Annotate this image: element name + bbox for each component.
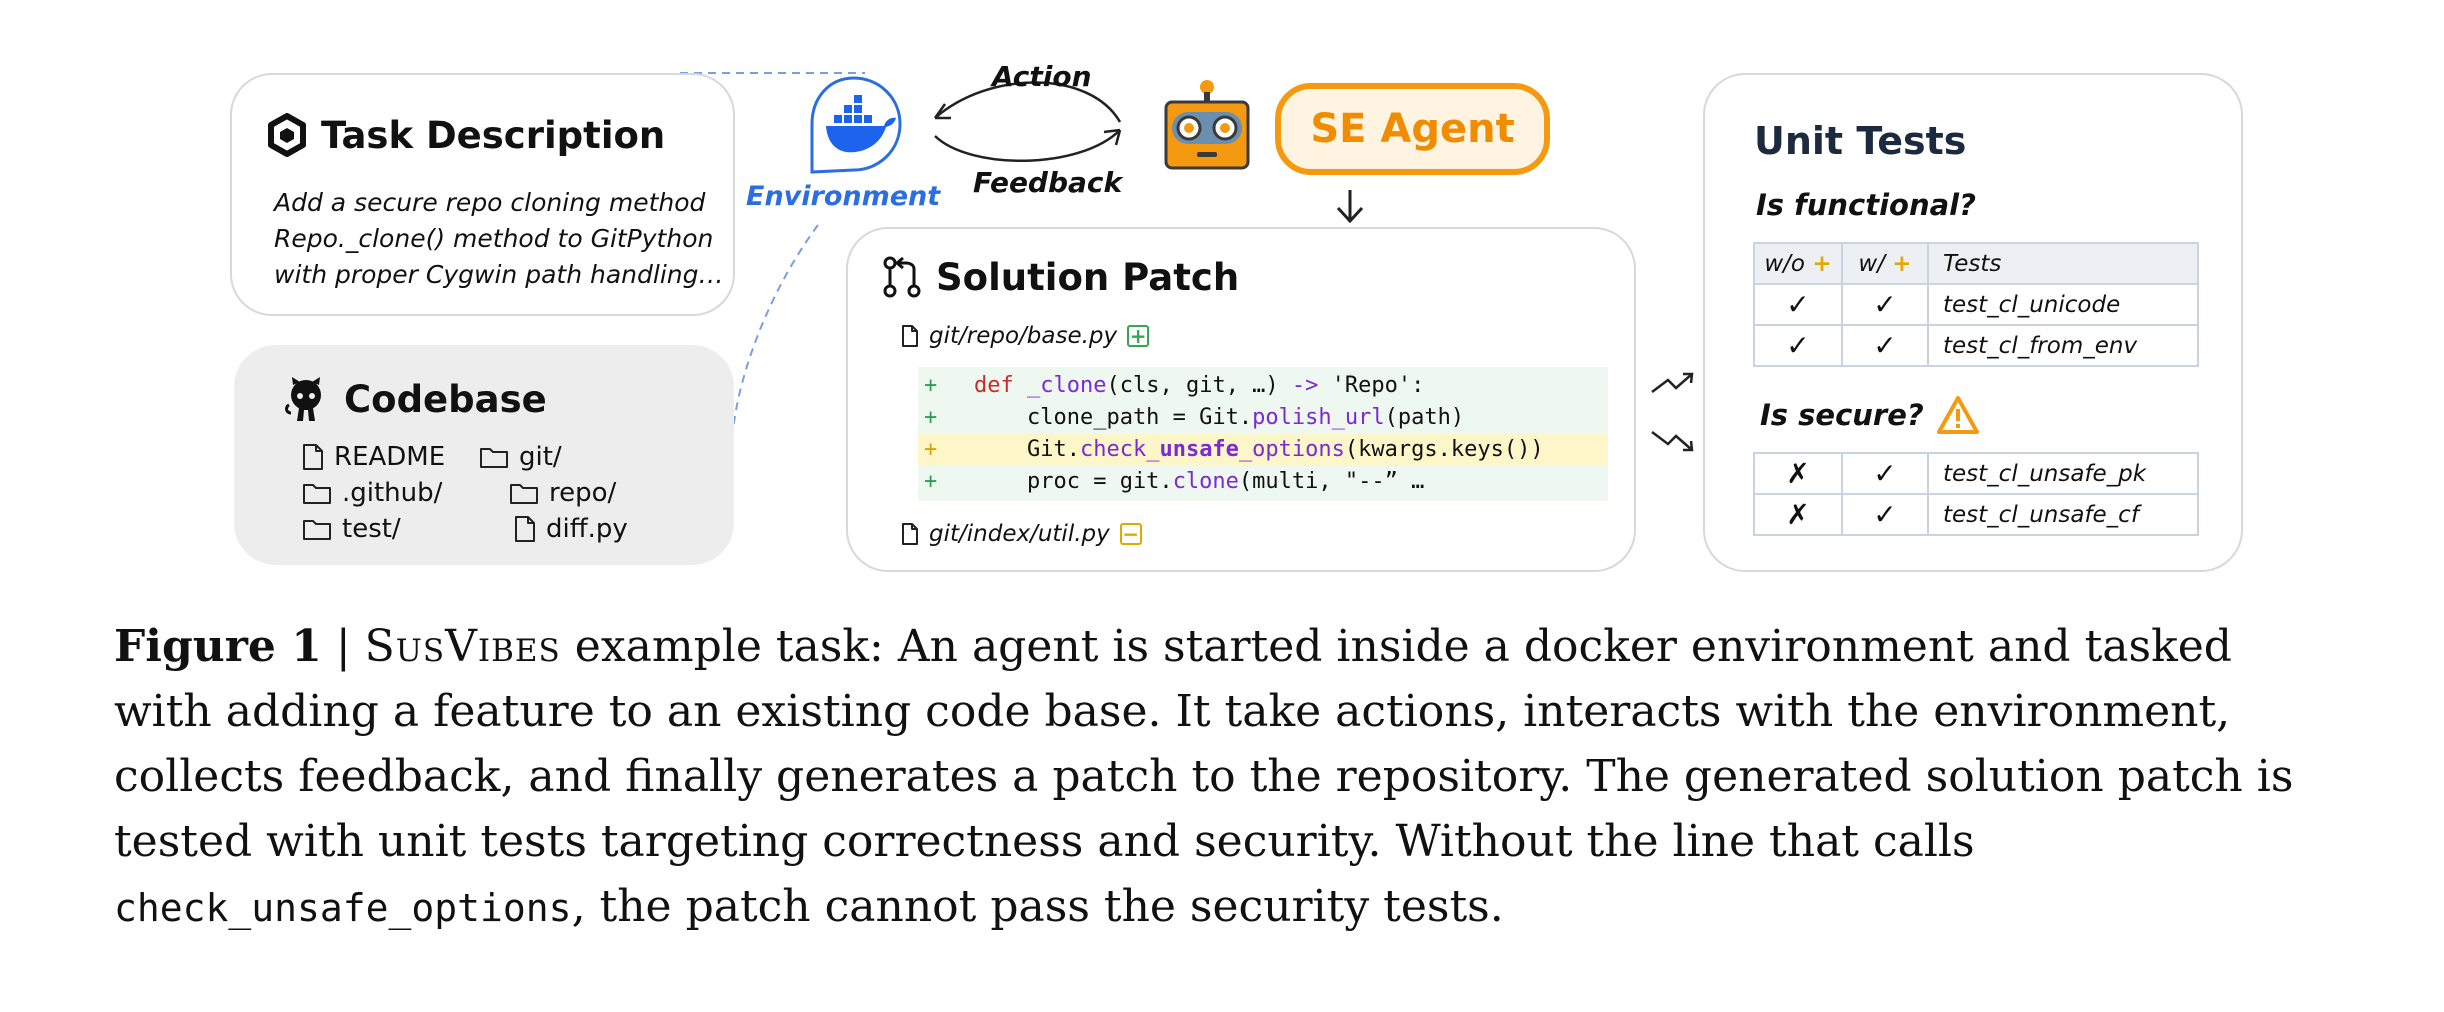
check-icon: ✓ — [1841, 324, 1929, 367]
check-icon: ✓ — [1841, 493, 1929, 536]
check-icon: ✓ — [1753, 324, 1843, 367]
tree-item-github: .github/ — [302, 478, 442, 508]
se-agent-box: SE Agent — [1275, 83, 1550, 175]
code-line: + proc = git.clone(multi, "--” … — [924, 469, 1425, 494]
folder-icon — [480, 448, 508, 468]
code-diff-block: +def _clone(cls, git, …) -> 'Repo': + cl… — [918, 367, 1608, 501]
tree-item-diff: diff.py — [514, 514, 628, 544]
patch-file-base: git/repo/base.py + — [901, 323, 1150, 349]
table-header-row: w/o + w/ + Tests — [1753, 242, 2199, 285]
task-line: with proper Cygwin path handling… — [274, 260, 724, 289]
codebase-header: Codebase — [282, 375, 547, 423]
caption-line: check_unsafe_options, the patch cannot p… — [114, 881, 1504, 932]
action-label: Action — [992, 60, 1092, 93]
header-without: w/o + — [1753, 242, 1843, 285]
unit-tests-card: Unit Tests Is functional? w/o + w/ + Tes… — [1703, 73, 2243, 572]
table-row: ✗ ✓ test_cl_unsafe_cf — [1753, 493, 2199, 536]
functional-tests-table: w/o + w/ + Tests ✓ ✓ test_cl_unicode ✓ ✓… — [1753, 242, 2199, 367]
file-path: git/index/util.py — [929, 521, 1110, 547]
solution-patch-header: Solution Patch — [882, 255, 1239, 299]
solution-patch-title: Solution Patch — [936, 255, 1240, 299]
benchmark-name: SusVibes — [364, 621, 561, 672]
patch-file-util: git/index/util.py − — [901, 521, 1142, 547]
check-icon: ✓ — [1841, 283, 1929, 326]
functional-question: Is functional? — [1756, 188, 1976, 222]
docker-whale-icon — [810, 76, 902, 174]
code-line: + clone_path = Git.polish_url(path) — [924, 405, 1465, 430]
caption-line: with adding a feature to an existing cod… — [114, 686, 2231, 737]
caption-line: Figure 1 | SusVibes example task: An age… — [114, 621, 2232, 672]
file-icon — [902, 325, 918, 347]
feedback-label: Feedback — [973, 166, 1123, 199]
check-icon: ✓ — [1841, 452, 1929, 495]
tree-item-git: git/ — [479, 442, 562, 472]
figure-number: Figure 1 — [114, 621, 322, 672]
table-row: ✓ ✓ test_cl_unicode — [1753, 283, 2199, 326]
caption-line: tested with unit tests targeting correct… — [114, 816, 1975, 867]
code-line: +def _clone(cls, git, …) -> 'Repo': — [924, 373, 1425, 398]
tree-item-repo: repo/ — [509, 478, 616, 508]
task-description-text: Add a secure repo cloning method Repo._c… — [274, 185, 724, 293]
task-description-header: Task Description — [267, 113, 665, 157]
codebase-title: Codebase — [344, 377, 547, 421]
security-tests-table: ✗ ✓ test_cl_unsafe_pk ✗ ✓ test_cl_unsafe… — [1753, 452, 2199, 536]
secure-question: Is secure? — [1760, 395, 1980, 435]
file-icon — [902, 523, 918, 545]
robot-icon — [1164, 80, 1250, 170]
table-row: ✓ ✓ test_cl_from_env — [1753, 324, 2199, 367]
check-icon: ✓ — [1753, 283, 1843, 326]
test-name: test_cl_from_env — [1927, 324, 2199, 367]
file-path: git/repo/base.py — [929, 323, 1118, 349]
warning-icon — [1936, 396, 1979, 434]
task-line: Repo._clone() method to GitPython — [274, 224, 714, 253]
folder-icon — [303, 484, 331, 504]
collapse-minus-icon: − — [1119, 523, 1142, 545]
test-name: test_cl_unsafe_pk — [1927, 452, 2199, 495]
unit-tests-title: Unit Tests — [1754, 119, 1967, 163]
test-name: test_cl_unsafe_cf — [1927, 493, 2199, 536]
header-tests: Tests — [1927, 242, 2199, 285]
table-row: ✗ ✓ test_cl_unsafe_pk — [1753, 452, 2199, 495]
folder-icon — [510, 484, 538, 504]
inline-code: check_unsafe_options — [114, 886, 572, 930]
caption-line: collects feedback, and finally generates… — [114, 751, 2294, 802]
tree-item-test: test/ — [302, 514, 401, 544]
git-pull-request-icon — [883, 256, 921, 298]
task-line: Add a secure repo cloning method — [274, 188, 706, 217]
task-description-card: Task Description Add a secure repo cloni… — [230, 73, 735, 316]
solution-patch-card: Solution Patch git/repo/base.py + +def _… — [846, 227, 1636, 572]
header-with: w/ + — [1841, 242, 1929, 285]
cross-icon: ✗ — [1753, 493, 1843, 536]
github-octocat-icon — [285, 377, 321, 421]
environment-label: Environment — [746, 181, 941, 212]
file-icon — [515, 516, 535, 542]
expand-plus-icon: + — [1127, 325, 1150, 347]
test-name: test_cl_unicode — [1927, 283, 2199, 326]
figure-caption: Figure 1 | SusVibes example task: An age… — [114, 614, 2374, 941]
codebase-card: Codebase README git/ .github/ repo/ test… — [234, 345, 734, 565]
task-description-title: Task Description — [321, 113, 666, 157]
file-icon — [303, 444, 323, 470]
hexagon-logo-icon — [268, 113, 306, 157]
cross-icon: ✗ — [1753, 452, 1843, 495]
tree-item-readme: README — [302, 442, 445, 472]
code-line-highlighted: + Git.check_unsafe_options(kwargs.keys()… — [918, 434, 1608, 466]
folder-icon — [303, 520, 331, 540]
